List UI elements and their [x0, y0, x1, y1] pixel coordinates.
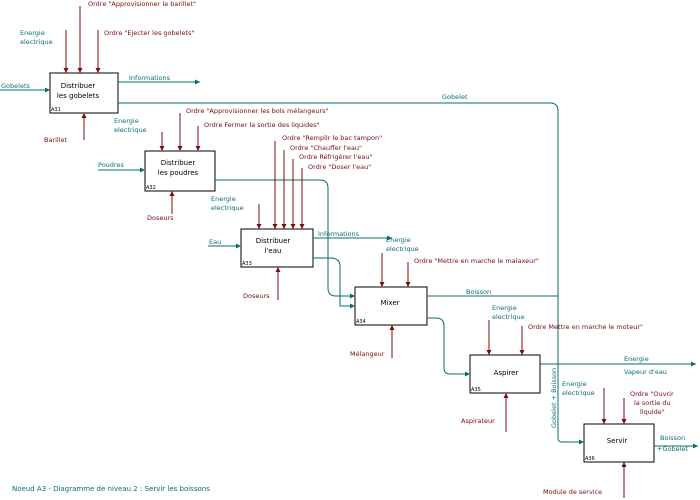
box-a35[interactable]: Aspirer A35	[469, 354, 541, 394]
label-ordre-ejecter: Ordre "Ejecter les gobelets"	[104, 29, 194, 37]
label-ordre-moteur-a34: Ordre "Mettre en marche le malaxeur"	[414, 257, 539, 265]
output-arrow-boisson	[427, 295, 559, 336]
label-boisson-out-line1: Boisson	[660, 434, 685, 442]
label-boisson: Boisson	[466, 288, 491, 296]
label-energie-a36-line1: Energie	[562, 380, 587, 388]
box-a36[interactable]: Servir A36	[583, 423, 655, 463]
box-a32-id: A32	[146, 185, 156, 191]
label-barillet: Barillet	[44, 136, 68, 144]
label-aspirateur: Aspirateur	[461, 417, 495, 425]
label-ordre-approv-bols: Ordre "Approvisionner les bols mélangeur…	[186, 107, 329, 115]
label-ordre-moteur-a35: Ordre Mettre en marche le moteur"	[528, 323, 643, 331]
label-ordre-approv-barillet: Ordre "Approvisionner le barillet"	[88, 0, 196, 8]
label-ordre-ouvrir-line1: Ordre "Ouvrir	[630, 390, 674, 398]
box-a36-label: Servir	[607, 437, 628, 445]
box-a31[interactable]: Distribuer les gobelets A31	[49, 72, 119, 114]
output-arrow-boisson-to-a35	[427, 317, 470, 377]
label-energie-out: Energie	[624, 355, 649, 363]
box-a31-label-line2: les gobelets	[57, 92, 100, 100]
label-energie-a32-line1: Energie	[114, 117, 139, 125]
box-a34[interactable]: Mixer A34	[354, 286, 428, 326]
box-a33[interactable]: Distribuer l'eau A33	[240, 228, 314, 268]
output-arrow-gobelet	[118, 102, 584, 445]
box-a31-id: A31	[51, 107, 61, 113]
label-energie-a31-line1: Energie	[20, 29, 45, 37]
a34-arrows: Energie electrique Ordre "Mettre en marc…	[350, 236, 559, 377]
box-a34-label: Mixer	[380, 299, 399, 307]
label-ordre-ouvrir-line3: liquide"	[640, 408, 665, 416]
box-a33-label-line1: Distribuer	[256, 237, 291, 245]
label-energie-a32-line2: electrique	[114, 126, 147, 134]
label-energie-a31-line2: electrique	[20, 38, 53, 46]
label-gobelet-boisson: Gobelet + Boisson	[550, 368, 558, 428]
box-a33-id: A33	[242, 261, 252, 267]
output-arrow-eau-a33	[313, 257, 355, 309]
label-poudres: Poudres	[98, 161, 124, 169]
box-a32-label-line1: Distribuer	[161, 159, 196, 167]
box-a32-label-line2: les poudres	[158, 169, 199, 177]
label-energie-a33-line2: electrique	[211, 204, 244, 212]
label-energie-a34-line1: Energie	[386, 236, 411, 244]
box-a36-id: A36	[585, 456, 595, 462]
a35-arrows: Energie electrique Ordre Mettre en march…	[461, 304, 696, 432]
label-energie-a34-line2: electrique	[386, 245, 419, 253]
box-a34-id: A34	[356, 319, 366, 325]
label-energie-a36-line2: electrique	[562, 389, 595, 397]
label-gobelets: Gobelets	[1, 82, 30, 90]
diagram-caption: Noeud A3 - Diagramme de niveau 2 : Servi…	[12, 485, 210, 493]
label-energie-a35-line2: electrique	[492, 313, 525, 321]
label-vapeur: Vapeur d'eau	[624, 368, 667, 376]
box-a35-id: A35	[471, 387, 481, 393]
label-ordre-refrigerer: Ordre Réfrigérer l'eau"	[299, 153, 372, 161]
label-boisson-out-line2: +Gobelet	[657, 445, 688, 453]
box-a35-label: Aspirer	[494, 369, 519, 377]
label-ordre-remplir: Ordre "Remplir le bac tampon"	[282, 134, 382, 142]
a31-arrows: Ordre "Approvisionner le barillet" Energ…	[0, 0, 584, 445]
label-doseurs-a33: Doseurs	[243, 292, 270, 300]
a36-arrows: Energie electrique Ordre "Ouvrir la sort…	[543, 380, 698, 498]
box-a33-label-line2: l'eau	[265, 247, 282, 255]
label-melangeur: Mélangeur	[350, 350, 385, 358]
label-ordre-chauffer: Ordre "Chauffer l'eau"	[290, 144, 362, 152]
label-gobelet: Gobelet	[442, 93, 468, 101]
label-module-service: Module de service	[543, 488, 602, 496]
label-informations-a31: Informations	[129, 74, 171, 82]
a33-arrows: Ordre "Remplir le bac tampon" Ordre "Cha…	[208, 134, 392, 309]
box-a32[interactable]: Distribuer les poudres A32	[144, 150, 216, 192]
label-doseurs-a32: Doseurs	[147, 214, 174, 222]
label-energie-a35-line1: Energie	[492, 304, 517, 312]
label-eau: Eau	[209, 238, 221, 246]
label-energie-a33-line1: Energie	[211, 195, 236, 203]
box-a31-label-line1: Distribuer	[61, 82, 96, 90]
label-ordre-doser: Ordre "Doser l'eau"	[308, 163, 371, 171]
label-informations-a33: Informations	[318, 230, 360, 238]
label-ordre-ouvrir-line2: la sortie du	[634, 399, 671, 407]
label-ordre-fermer: Ordre Fermer la sortie des liquides"	[204, 121, 319, 129]
